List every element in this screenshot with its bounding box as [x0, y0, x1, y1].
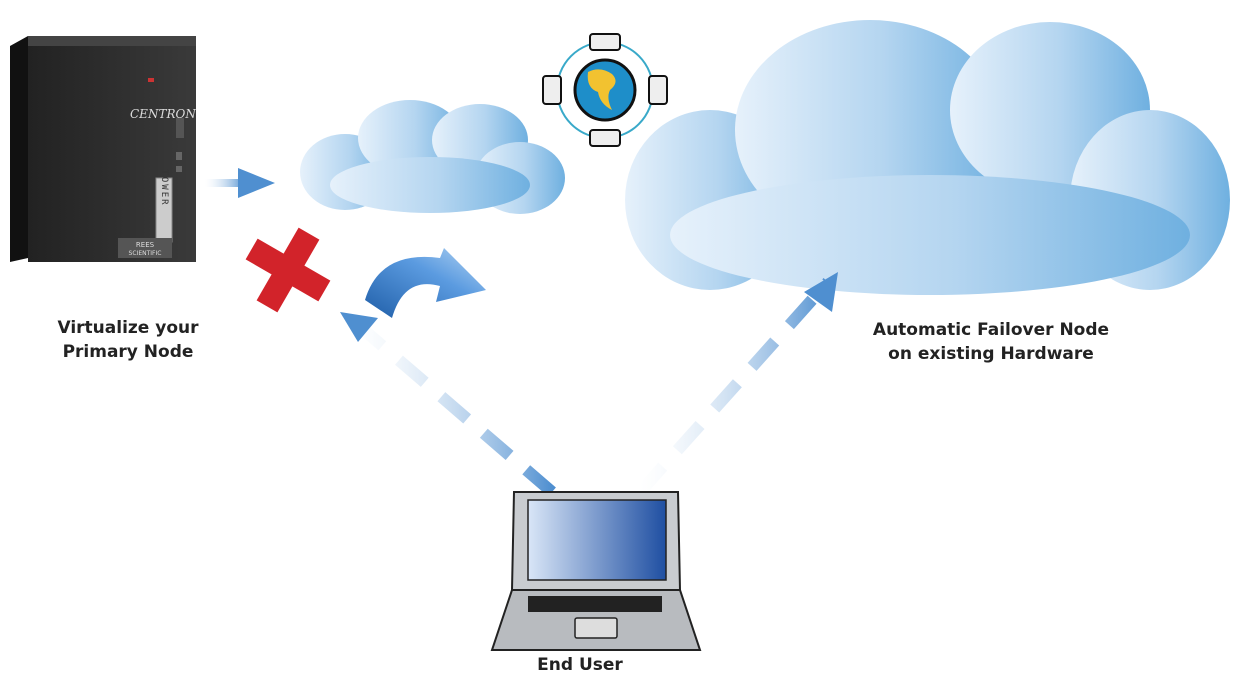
server-tower-icon: CENTRON TOWER REES SCIENTIFIC: [10, 36, 196, 262]
cloud-icon: [300, 100, 565, 214]
tower-brand-text: CENTRON: [130, 107, 196, 121]
tower-maker-line1: REES: [136, 241, 155, 249]
red-cross-icon: [245, 227, 331, 313]
tower-model-text: TOWER: [159, 169, 169, 206]
tower-maker-line2: SCIENTIFIC: [129, 250, 162, 257]
arrow-to-primary: [340, 312, 556, 497]
failover-label-line1: Automatic Failover Node: [872, 320, 1110, 340]
arrow-to-cloud: [205, 168, 275, 198]
failover-node-label: Automatic Failover Node on existing Hard…: [846, 318, 1136, 366]
globe-network-icon: [542, 33, 668, 147]
primary-label-line1: Virtualize your: [57, 318, 199, 338]
curved-arrow-icon: [365, 248, 486, 318]
failover-label-line2: on existing Hardware: [888, 344, 1094, 364]
end-user-label: End User: [537, 655, 623, 675]
primary-label-line2: Primary Node: [62, 342, 194, 362]
arrow-to-failover: [635, 272, 838, 497]
laptop-icon: [490, 491, 702, 651]
cloud-icon: [625, 20, 1230, 295]
primary-node-label: Virtualize your Primary Node: [28, 316, 228, 364]
